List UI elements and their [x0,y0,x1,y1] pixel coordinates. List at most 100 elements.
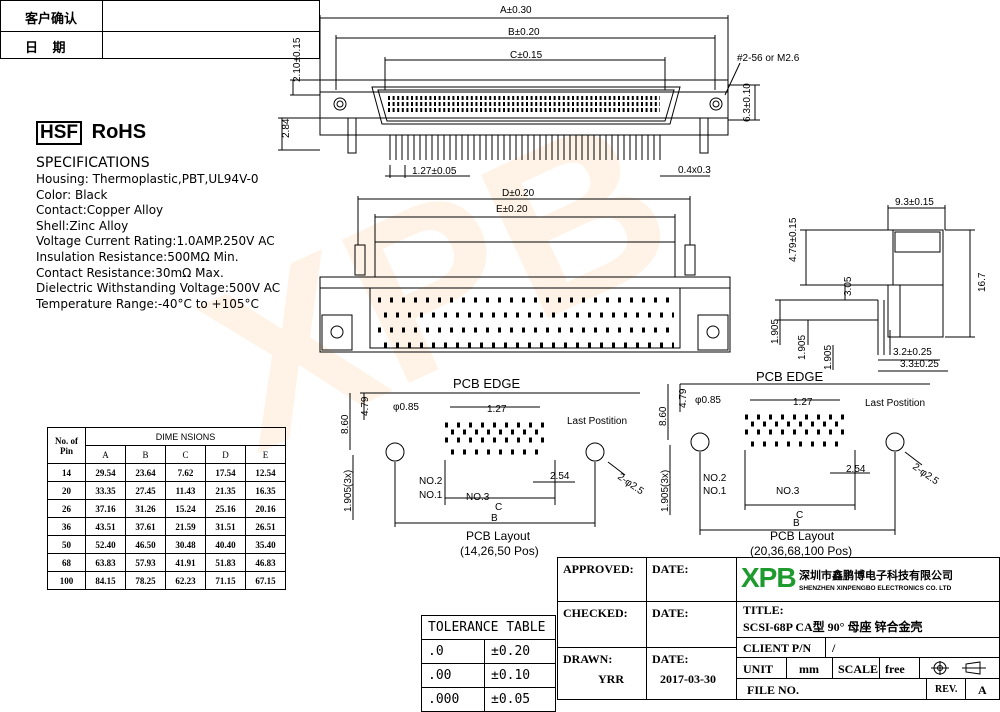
pin-count-cell: 100 [47,571,86,590]
pcb-left-no2: NO.2 [419,476,443,487]
client-pn-label: CLIENT P/N [743,641,812,655]
spec-line: Voltage Current Rating:1.0AMP.250V AC [36,234,275,249]
pcb-left-no3: NO.3 [466,492,490,503]
col-b: B [125,445,166,464]
spec-line: Shell:Zinc Alloy [36,218,129,233]
front-view-pins [388,96,661,160]
dim-h2: 2.84 [281,118,292,138]
dim-side-1905a: 1.905 [770,319,781,344]
date-label: 日 期 [25,40,66,55]
pcb-right-h479: 4.79 [678,388,689,408]
dim-c: C±0.15 [510,50,543,61]
dimension-cell: 20.16 [245,499,286,518]
dimension-cell: 23.64 [125,463,166,482]
pin-count-cell: 20 [47,481,86,500]
dimension-cell: 25.16 [205,499,246,518]
dimension-cell: 78.25 [125,571,166,590]
dimension-cell: 33.35 [85,481,126,500]
dim-side-33: 3.3±0.25 [900,359,939,370]
pcb-left-pos: (14,26,50 Pos) [460,544,539,558]
pcb-right-y1905: 1.905(3x) [660,470,671,512]
scale-label: SCALE [838,662,879,676]
col-d: D [205,445,246,464]
dim-h3: 6.3±0.10 [742,83,753,122]
specifications-block: SPECIFICATIONS Housing: Thermoplastic,PB… [36,154,280,312]
rev-value-cell: A [965,678,1000,700]
pcb-right-c: C [796,510,803,521]
rev-value: A [978,683,987,697]
pcb-right-hole: 2-φ2.5 [910,461,941,487]
pcb-left-last: Last Postition [567,416,627,427]
dim-pitch: 1.27±0.05 [412,166,457,177]
pcb-left-layout: PCB Layout [466,529,531,543]
client-pn-value-cell[interactable]: / [825,637,1000,658]
pcb-left-h860: 8.60 [340,414,351,434]
pcb-right-no1: NO.1 [703,486,727,497]
dimension-cell: 62.23 [165,571,206,590]
pcb-layout-right [667,383,930,535]
pcb-left-no1: NO.1 [419,490,443,501]
pin-count-cell: 26 [47,499,86,518]
company-name-cn: 深圳市鑫鹏博电子科技有限公司 [799,570,953,582]
dimension-cell: 16.35 [245,481,286,500]
checked-date-cell: DATE: [646,601,737,648]
pcb-right-pos: (20,36,68,100 Pos) [750,544,852,558]
dimension-cell: 21.35 [205,481,246,500]
specifications-title: SPECIFICATIONS [36,155,150,171]
dimension-cell: 11.43 [165,481,206,500]
title-label: TITLE: [743,603,784,617]
bottom-view [319,196,731,353]
date-label: DATE: [652,652,689,666]
dim-e: E±0.20 [496,204,528,215]
pcb-left-c: C [495,502,502,513]
spec-line: Contact:Copper Alloy [36,203,164,218]
dimension-cell: 57.93 [125,553,166,572]
rev-cell: REV. [926,678,966,700]
customer-confirm-label: 客户确认 [25,11,78,26]
client-pn-value: / [832,641,836,655]
dimension-cell: 21.59 [165,517,206,536]
dimension-cell: 52.40 [85,535,126,554]
pcb-left-h479: 4.79 [360,396,371,416]
pcb-right-p127: 1.27 [793,397,813,408]
hsf-rohs-logo: HSF RoHS [36,121,146,145]
dimension-cell: 41.91 [165,553,206,572]
file-no-label: FILE NO. [747,683,800,697]
dim-side-32: 3.2±0.25 [893,347,932,358]
pin-count-cell: 68 [47,553,86,572]
dimension-cell: 31.51 [205,517,246,536]
spec-line: Temperature Range:-40°C to +105°C [36,296,259,311]
title-cell: TITLE: SCSI-68P CA型 90° 母座 锌合金壳 [736,601,1000,638]
checked-cell: CHECKED: [557,601,647,648]
dimension-cell: 15.24 [165,499,206,518]
dimension-cell: 40.40 [205,535,246,554]
dimension-cell: 30.48 [165,535,206,554]
dimension-cell: 26.51 [245,517,286,536]
pcb-layout-left [349,392,640,527]
projection-symbol-icon [931,661,986,675]
tolerance-table: TOLERANCE TABLE .0±0.20 .00±0.10 .000±0.… [421,615,556,712]
col-a: A [85,445,126,464]
date-label: DATE: [652,606,689,620]
approved-label: APPROVED: [563,562,634,576]
approved-date-cell: DATE: [646,557,737,602]
dimension-cell: 17.54 [205,463,246,482]
dim-pin: 0.4x0.3 [678,165,711,176]
dim-h1: 2.10±0.15 [292,37,303,82]
dimension-cell: 84.15 [85,571,126,590]
col-e: E [245,445,286,464]
scale-value: free [885,662,905,676]
dimension-cell: 51.83 [205,553,246,572]
dimension-cell: 43.51 [85,517,126,536]
pcb-right-h860: 8.60 [658,406,669,426]
dimension-cell: 67.15 [245,571,286,590]
dimension-cell: 12.54 [245,463,286,482]
client-pn-cell: CLIENT P/N [736,637,826,658]
pin-count-cell: 50 [47,535,86,554]
dim-side-h: 4.79±0.15 [788,217,799,262]
date-value: 2017-03-30 [660,672,716,686]
